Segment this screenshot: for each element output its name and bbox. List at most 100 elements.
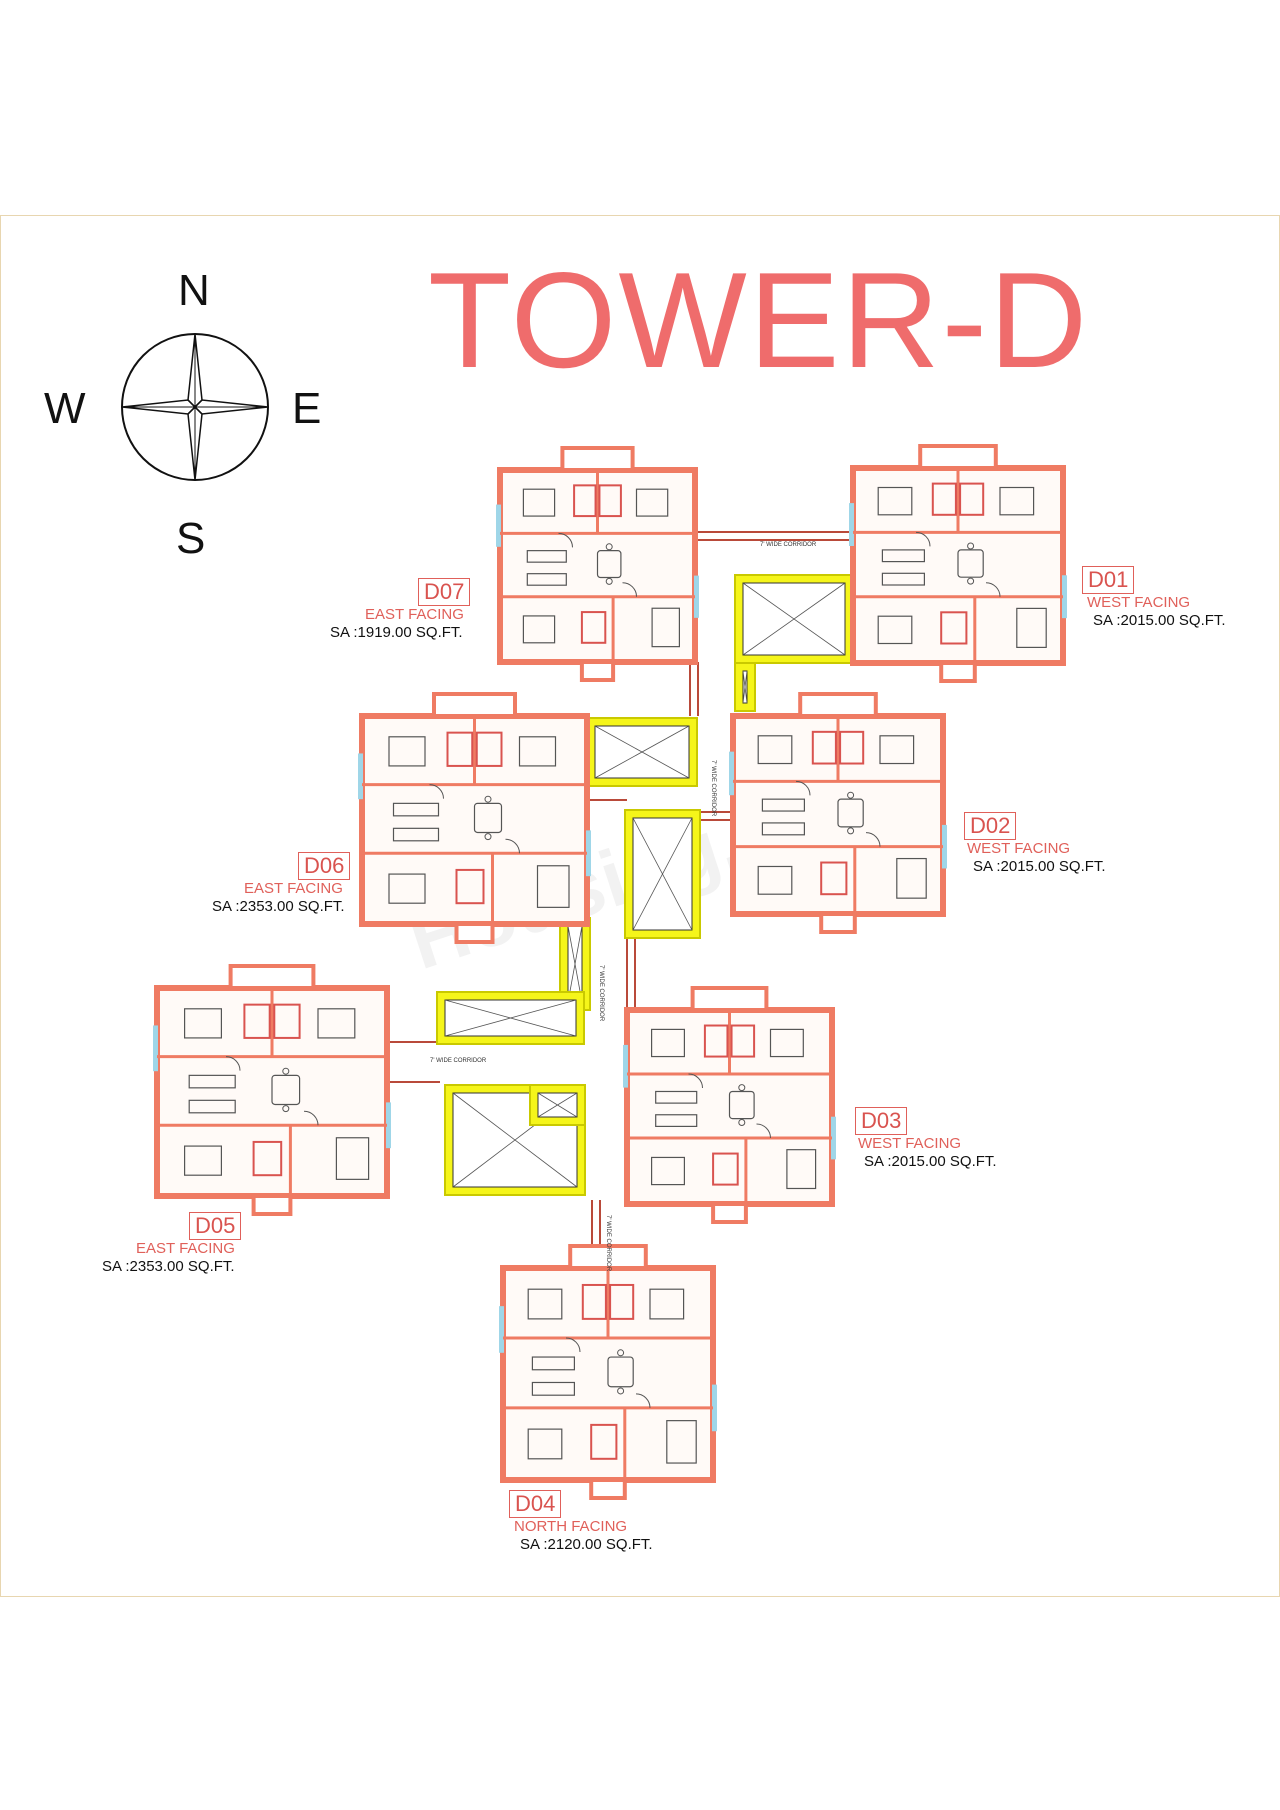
utility-bay (454, 922, 495, 944)
kitchen-counter (666, 1420, 697, 1464)
bed (999, 486, 1035, 516)
shaft-cross (632, 817, 693, 931)
bed (527, 1288, 563, 1320)
lift-lobby-core (436, 991, 585, 1045)
toilet (598, 484, 622, 518)
door-swing (622, 582, 637, 597)
compass-south: S (176, 514, 206, 563)
utility-bay (711, 1202, 748, 1224)
sofa (655, 1114, 698, 1128)
fire-lift-core (529, 1084, 586, 1126)
unit-facing-d04: NORTH FACING (514, 1518, 628, 1535)
toilet (590, 1423, 618, 1460)
shaft-cross (567, 925, 583, 1003)
shaft-cross (537, 1092, 578, 1118)
utility-bay (819, 912, 857, 934)
corridor-label: 7' WIDE CORRIDOR (430, 1058, 487, 1064)
compass-north: N (178, 266, 210, 315)
door-swing (915, 531, 931, 547)
unit-facing-d05: EAST FACING (136, 1240, 235, 1257)
balcony (432, 692, 517, 718)
chair (847, 791, 855, 799)
bed (650, 1028, 685, 1058)
chair (967, 577, 975, 585)
chair (738, 1084, 746, 1092)
dining-table (271, 1074, 301, 1106)
bed (522, 488, 556, 517)
unit-area-d07: SA :1919.00 SQ.FT. (330, 624, 463, 641)
unit-plan-d05 (153, 964, 391, 1216)
compass-west: W (44, 384, 86, 433)
kitchen-counter (1016, 607, 1047, 649)
toilet (580, 611, 607, 644)
lift-lobby-core (586, 717, 698, 787)
dining-table (607, 1356, 634, 1388)
lobby-core (734, 662, 756, 712)
toilet (243, 1003, 271, 1039)
toilet (446, 731, 474, 767)
sofa (188, 1074, 236, 1089)
door-swing (635, 1393, 651, 1408)
bed (518, 736, 557, 767)
unit-area-d06: SA :2353.00 SQ.FT. (212, 898, 345, 915)
toilet (839, 730, 865, 765)
toilet (703, 1024, 729, 1058)
unit-area-d03: SA :2015.00 SQ.FT. (864, 1153, 997, 1170)
window (386, 1102, 391, 1149)
unit-plan-d04 (499, 1244, 717, 1500)
window (358, 753, 363, 800)
chair (605, 543, 613, 551)
balcony (798, 692, 878, 718)
utility-bay (579, 660, 616, 682)
corridor-label: 7' WIDE CORRIDOR (760, 542, 817, 548)
sofa (188, 1099, 236, 1114)
toilet (475, 731, 503, 767)
door-swing (985, 582, 1001, 597)
window (586, 830, 591, 877)
toilet (959, 482, 985, 516)
unit-code-d06: D06 (298, 852, 351, 880)
sofa (531, 1381, 576, 1396)
bed (877, 486, 913, 516)
bed (757, 865, 793, 895)
door-swing (505, 838, 520, 854)
bed (522, 615, 556, 644)
bed (769, 1028, 804, 1058)
door-swing (795, 780, 811, 796)
toilet (273, 1003, 301, 1039)
toilet (609, 1283, 635, 1320)
shaft-cross (444, 999, 577, 1037)
bed (388, 736, 426, 767)
toilet (820, 861, 848, 896)
window (694, 575, 699, 618)
staircase-core (734, 574, 854, 664)
bed (649, 1288, 685, 1320)
balcony (690, 986, 769, 1012)
sofa (761, 822, 806, 836)
bed (388, 873, 426, 904)
bed (317, 1008, 356, 1039)
dining-table (957, 549, 984, 578)
dining-table (596, 550, 622, 579)
kitchen-counter (896, 857, 927, 899)
toilet (712, 1152, 739, 1186)
unit-area-d01: SA :2015.00 SQ.FT. (1093, 612, 1226, 629)
unit-facing-d06: EAST FACING (244, 880, 343, 897)
chair (605, 577, 613, 585)
unit-plans (153, 444, 1067, 1500)
chair (617, 1349, 625, 1357)
bed (527, 1428, 563, 1460)
chair (484, 833, 492, 841)
compass-rose-icon (121, 333, 269, 481)
unit-facing-d01: WEST FACING (1087, 594, 1191, 611)
sofa (655, 1090, 698, 1104)
shaft-cross (742, 670, 748, 704)
unit-plan-d02 (729, 692, 947, 934)
sofa (392, 827, 440, 842)
chair (617, 1387, 625, 1395)
unit-facing-d07: EAST FACING (365, 606, 464, 623)
bed (877, 615, 913, 645)
dining-table (837, 798, 864, 828)
chair (484, 795, 492, 803)
